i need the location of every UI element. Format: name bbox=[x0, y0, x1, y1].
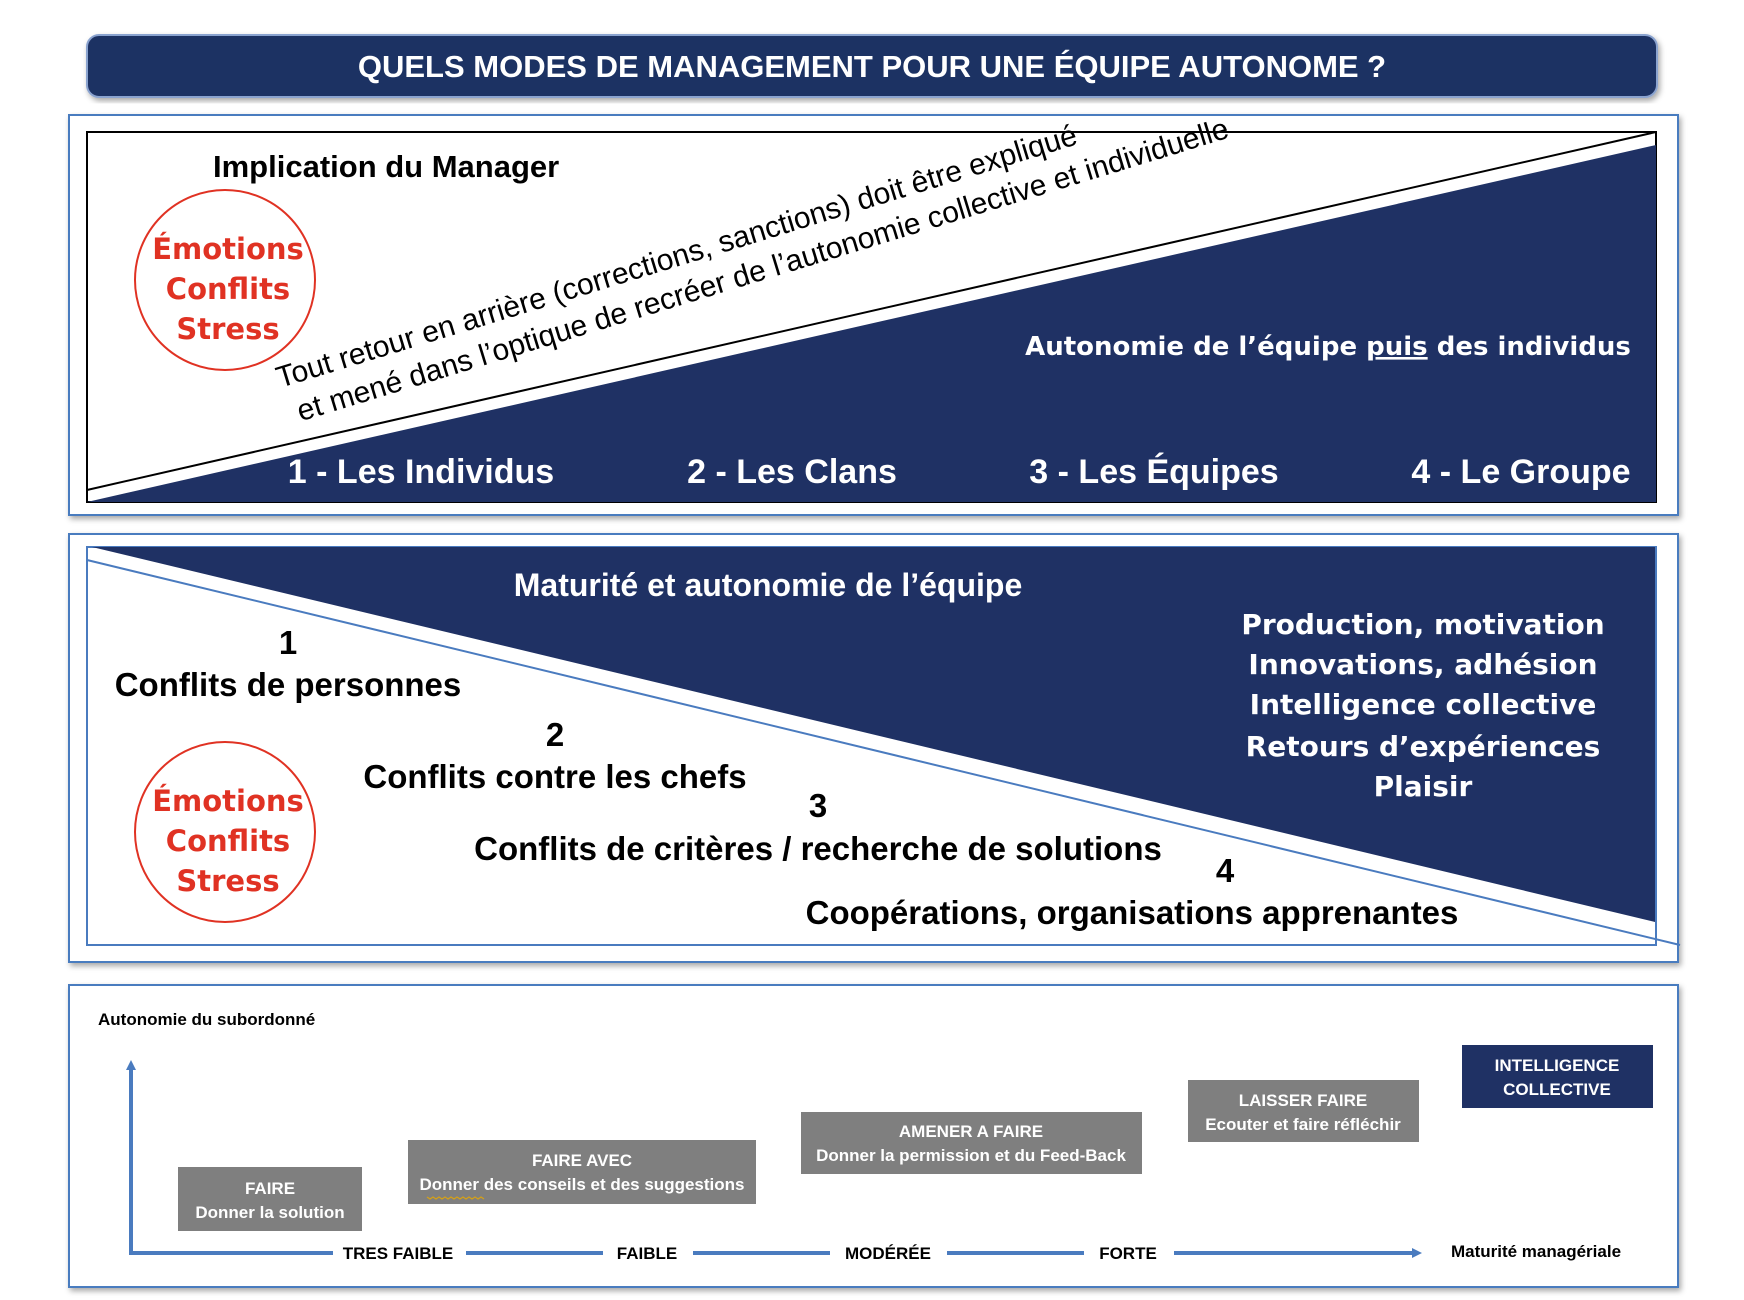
step-title: LAISSER FAIRE bbox=[1239, 1091, 1367, 1110]
step-title: FAIRE AVEC bbox=[532, 1151, 632, 1170]
circle-line-conflits: Conflits bbox=[166, 824, 290, 858]
y-axis-label: Autonomie du subordonné bbox=[98, 1010, 315, 1029]
benefit-item: Production, motivation bbox=[1241, 608, 1604, 641]
autonomy-triangle bbox=[87, 145, 1656, 502]
stage-groupe: 4 - Le Groupe bbox=[1411, 453, 1630, 491]
conflict-level-2: 2 Conflits contre les chefs bbox=[363, 716, 746, 795]
conflict-level-4: 4 Coopérations, organisations apprenante… bbox=[806, 852, 1459, 931]
level-number: 3 bbox=[809, 787, 827, 824]
benefit-item: Intelligence collective bbox=[1250, 688, 1597, 721]
page-title: QUELS MODES DE MANAGEMENT POUR UNE ÉQUIP… bbox=[358, 49, 1386, 84]
level-label: Coopérations, organisations apprenantes bbox=[806, 894, 1459, 931]
step-subtitle: Donner la solution bbox=[195, 1203, 344, 1222]
benefit-item: Innovations, adhésion bbox=[1248, 648, 1597, 681]
x-level-faible: FAIBLE bbox=[617, 1244, 677, 1263]
stage-individus: 1 - Les Individus bbox=[288, 453, 554, 491]
level-number: 1 bbox=[279, 624, 297, 661]
emotions-circle: Émotions Conflits Stress bbox=[134, 741, 316, 923]
step-amener-a-faire: AMENER A FAIRE Donner la permission et d… bbox=[801, 1112, 1142, 1174]
autonomy-statement-post: des individus bbox=[1428, 332, 1631, 362]
circle-line-stress: Stress bbox=[176, 864, 279, 898]
step-intelligence-collective: INTELLIGENCE COLLECTIVE bbox=[1462, 1045, 1653, 1108]
emotions-circle: Émotions Conflits Stress bbox=[134, 189, 316, 371]
autonomy-statement-underlined: puis bbox=[1366, 332, 1428, 362]
benefit-item: Plaisir bbox=[1374, 770, 1473, 803]
circle-line-emotions: Émotions bbox=[152, 784, 304, 818]
panel-manager-involvement: Implication du Manager Émotions Conflits… bbox=[68, 112, 1679, 516]
header-banner: QUELS MODES DE MANAGEMENT POUR UNE ÉQUIP… bbox=[86, 34, 1658, 98]
step-subtitle: Ecouter et faire réfléchir bbox=[1205, 1115, 1401, 1134]
step-laisser-faire: LAISSER FAIRE Ecouter et faire réfléchir bbox=[1188, 1080, 1419, 1142]
step-subtitle: COLLECTIVE bbox=[1503, 1080, 1611, 1099]
implication-label: Implication du Manager bbox=[213, 149, 559, 184]
circle-line-stress: Stress bbox=[176, 312, 279, 346]
circle-line-conflits: Conflits bbox=[166, 272, 290, 306]
autonomy-statement-pre: Autonomie de l’équipe bbox=[1025, 332, 1366, 362]
benefit-item: Retours d’expériences bbox=[1246, 730, 1601, 763]
spellcheck-underline bbox=[426, 1196, 485, 1200]
level-label: Conflits de critères / recherche de solu… bbox=[474, 830, 1162, 867]
autonomy-statement: Autonomie de l’équipe puis des individus bbox=[1025, 332, 1631, 362]
level-label: Conflits de personnes bbox=[115, 666, 462, 703]
step-title: INTELLIGENCE bbox=[1495, 1056, 1620, 1075]
x-level-moderee: MODÉRÉE bbox=[845, 1244, 931, 1263]
step-subtitle: Donner des conseils et des suggestions bbox=[420, 1175, 745, 1194]
maturity-label: Maturité et autonomie de l’équipe bbox=[514, 567, 1023, 603]
conflict-level-3: 3 Conflits de critères / recherche de so… bbox=[474, 787, 1162, 867]
benefits-list: Production, motivation Innovations, adhé… bbox=[1241, 608, 1604, 803]
circle-line-emotions: Émotions bbox=[152, 232, 304, 266]
step-title: AMENER A FAIRE bbox=[899, 1122, 1043, 1141]
maturity-triangle bbox=[92, 547, 1655, 922]
conflict-level-1: 1 Conflits de personnes bbox=[115, 624, 462, 703]
step-faire: FAIRE Donner la solution bbox=[178, 1167, 362, 1231]
level-number: 4 bbox=[1216, 852, 1235, 889]
panel-team-maturity: Maturité et autonomie de l’équipe Produc… bbox=[68, 533, 1681, 963]
step-subtitle: Donner la permission et du Feed-Back bbox=[816, 1146, 1126, 1165]
panel-management-styles: Autonomie du subordonné TRES FAIBLE FAIB… bbox=[68, 984, 1679, 1288]
stage-equipes: 3 - Les Équipes bbox=[1029, 453, 1278, 491]
step-faire-avec: FAIRE AVEC Donner des conseils et des su… bbox=[408, 1140, 756, 1204]
x-axis-label: Maturité managériale bbox=[1451, 1242, 1621, 1261]
x-level-forte: FORTE bbox=[1099, 1244, 1157, 1263]
step-title: FAIRE bbox=[245, 1179, 295, 1198]
level-number: 2 bbox=[546, 716, 564, 753]
stage-clans: 2 - Les Clans bbox=[687, 453, 897, 491]
level-label: Conflits contre les chefs bbox=[363, 758, 746, 795]
x-level-tres-faible: TRES FAIBLE bbox=[343, 1244, 454, 1263]
